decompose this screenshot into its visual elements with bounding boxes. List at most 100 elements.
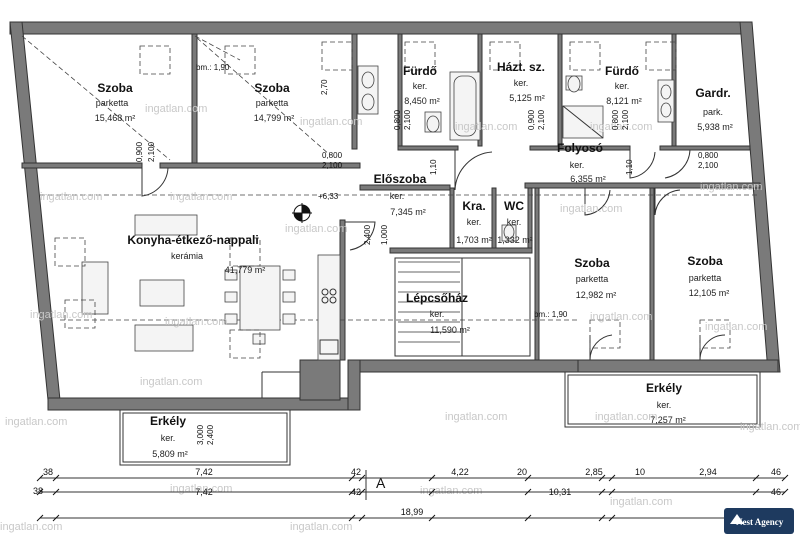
dimension-label: 1,10	[625, 159, 634, 175]
watermark: ingatlan.com	[455, 121, 517, 133]
room-floor: ker.	[161, 433, 176, 443]
room-floor: ker.	[507, 217, 522, 227]
toilet-icon	[565, 75, 583, 93]
door-height: 2,100	[621, 109, 630, 130]
watermark: ingatlan.com	[560, 203, 622, 215]
outer-walls	[9, 21, 781, 411]
section-mark: A	[376, 475, 386, 491]
room-floor: park.	[703, 107, 723, 117]
dimension-tick	[608, 514, 616, 522]
room-name: Házt. sz.	[497, 60, 545, 74]
dimension-tick	[36, 474, 44, 482]
watermark: ingatlan.com	[145, 103, 207, 115]
dimension-value: 2,85	[585, 467, 603, 477]
room-area: 12,105 m²	[689, 288, 730, 298]
dimension-tick	[348, 514, 356, 522]
watermark: ingatlan.com	[705, 321, 767, 333]
room-area: 7,257 m²	[650, 415, 686, 425]
dimension-total: 18,99	[401, 507, 424, 517]
dimension-tick	[358, 514, 366, 522]
room-floor: parketta	[689, 273, 722, 283]
room-name: Folyosó	[557, 141, 603, 155]
toilet-icon	[424, 111, 442, 133]
room-floor: ker.	[657, 400, 672, 410]
dimension-tick	[608, 474, 616, 482]
dimension-value: 20	[517, 467, 527, 477]
watermark: ingatlan.com	[420, 485, 482, 497]
watermark: ingatlan.com	[290, 521, 352, 533]
room-area: 5,125 m²	[509, 93, 545, 103]
room-name: Előszoba	[374, 172, 427, 186]
room-area: 1,332 m²	[497, 235, 533, 245]
dimension-tick	[358, 474, 366, 482]
room-name: Szoba	[254, 81, 290, 95]
sink-icon	[357, 65, 379, 115]
room-floor: parketta	[96, 98, 129, 108]
dimension-tick	[52, 488, 60, 496]
door-height: 2,100	[698, 161, 719, 170]
sink-icon	[657, 79, 675, 123]
room-floor: ker.	[570, 160, 585, 170]
house-icon	[730, 514, 744, 524]
door-width: 0,900	[527, 109, 536, 130]
watermark: ingatlan.com	[5, 416, 67, 428]
dimension-value: 7,42	[195, 467, 213, 477]
door-height: 2,400	[206, 424, 215, 445]
watermark: ingatlan.com	[590, 121, 652, 133]
room-floor: ker.	[413, 81, 428, 91]
room-floor: parketta	[576, 274, 609, 284]
dimension-lines: 38 7,42 42 4,22 20 2,85 10 2,94 46 38 7,…	[33, 467, 789, 522]
room-area: 1,703 m²	[456, 235, 492, 245]
dimension-tick	[36, 488, 44, 496]
room-floor: ker.	[430, 309, 445, 319]
watermark: ingatlan.com	[445, 411, 507, 423]
dimension-label: 1,10	[429, 159, 438, 175]
room-name: Szoba	[574, 256, 610, 270]
dining-table-icon	[224, 265, 296, 345]
dimension-value: 42	[351, 467, 361, 477]
door-height: 2,100	[537, 109, 546, 130]
dimension-tick	[781, 474, 789, 482]
dimension-tick	[752, 474, 760, 482]
door-swings	[141, 149, 726, 398]
room-area: 14,799 m²	[254, 113, 295, 123]
door-height: 2,100	[403, 109, 412, 130]
room-floor: ker.	[615, 81, 630, 91]
door-height: 2,100	[322, 161, 343, 170]
dimension-value: 46	[771, 467, 781, 477]
staircase	[394, 257, 531, 357]
agency-logo: Nest Agency	[724, 508, 794, 534]
sofa-icon	[81, 214, 198, 352]
room-area: 6,355 m²	[570, 174, 606, 184]
dimension-tick	[52, 514, 60, 522]
skylights	[54, 41, 731, 359]
dimension-tick	[52, 474, 60, 482]
dimension-value: 46	[771, 487, 781, 497]
logo-text: Nest Agency	[736, 517, 784, 527]
dimension-value: 38	[33, 486, 43, 496]
dimension-tick	[428, 514, 436, 522]
room-name: Erkély	[646, 381, 682, 395]
room-labels: Szoba parketta 15,468 m² Szoba parketta …	[95, 60, 733, 459]
room-area: 8,450 m²	[404, 96, 440, 106]
watermark: ingatlan.com	[285, 223, 347, 235]
watermark: ingatlan.com	[590, 311, 652, 323]
room-name: Gardr.	[695, 86, 730, 100]
room-area: 5,938 m²	[697, 122, 733, 132]
toilet-icon	[501, 224, 517, 242]
room-area: 41,779 m²	[225, 265, 266, 275]
dimension-tick	[752, 488, 760, 496]
dimension-tick	[36, 514, 44, 522]
watermark: ingatlan.com	[610, 496, 672, 508]
watermark: ingatlan.com	[30, 309, 92, 321]
dimension-tick	[524, 514, 532, 522]
dimension-value: 2,94	[699, 467, 717, 477]
door-width: 1,000	[380, 224, 389, 245]
door-height: 2,100	[147, 141, 156, 162]
watermark: ingatlan.com	[700, 181, 762, 193]
door-width: 0,900	[135, 141, 144, 162]
level-note: +6,33	[318, 192, 339, 201]
dimension-tick	[428, 488, 436, 496]
watermark: ingatlan.com	[300, 116, 362, 128]
watermark: ingatlan.com	[740, 421, 800, 433]
